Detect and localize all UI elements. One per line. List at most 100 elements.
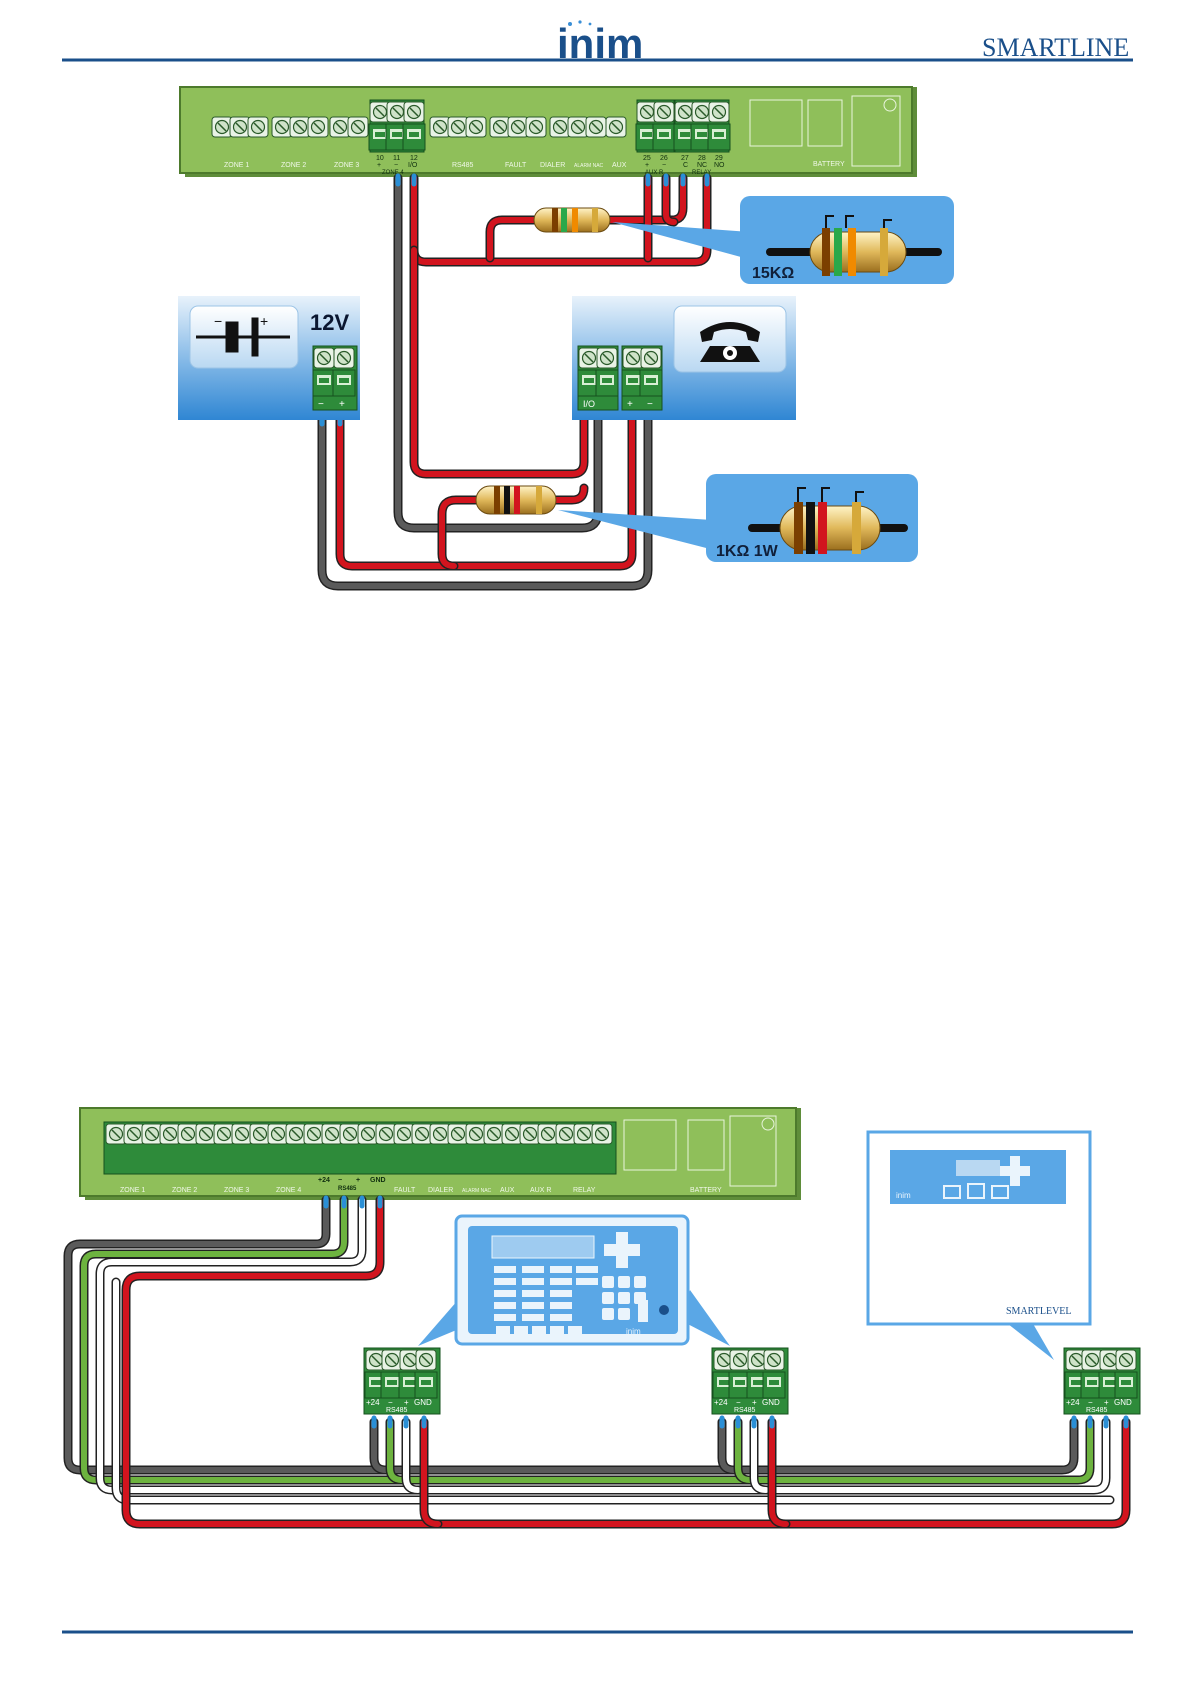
dialer-minus-sign: − (647, 399, 653, 410)
terminal-26-num: 26 (660, 155, 668, 162)
rs485-bus-wiring (63, 1195, 1131, 1529)
wire-red-zone4-minus (409, 173, 712, 479)
power-supply-12v: − + 12V − + (178, 296, 360, 420)
battery-label: BATTERY (813, 161, 845, 168)
resistor-1k-1w (475, 485, 557, 515)
rs485-label: RS485 (452, 162, 474, 169)
aux-label: AUX (612, 162, 627, 169)
rs485-module-1: +24 − + GND RS485 (363, 1347, 441, 1415)
relay-caption: RELAY (692, 170, 711, 176)
bottom-zone-2-label: ZONE 2 (172, 1187, 197, 1194)
bottom-zone-1-label: ZONE 1 (120, 1187, 145, 1194)
wire-red-top-resistor (485, 173, 688, 263)
zone-2-label: ZONE 2 (281, 162, 306, 169)
rs485-terminal-labels-bottom: +24 − + GND RS485 (318, 1177, 386, 1192)
wire-red-psu-plus (335, 405, 637, 571)
fault-label: FAULT (505, 162, 527, 169)
bottom-battery-label: BATTERY (690, 1187, 722, 1194)
bus-wire-green (79, 1195, 1095, 1485)
bus-wire-white-plus (95, 1195, 1111, 1495)
dialer-label: DIALER (540, 162, 565, 169)
smartlevel-label: SMARTLEVEL (1006, 1306, 1072, 1317)
m2-gnd: GND (762, 1398, 780, 1407)
terminal-12-sign: I/O (408, 162, 418, 169)
bottom-relay-label: RELAY (573, 1187, 596, 1194)
zone4-caption: ZONE 4 (382, 170, 404, 176)
terminal-10-num: 10 (376, 155, 384, 162)
m1-gnd: GND (414, 1398, 432, 1407)
psu-plus-sign: + (339, 399, 345, 410)
wire-red-bottom-resistor (437, 483, 589, 571)
bottom-plus24-label: +24 (318, 1177, 330, 1184)
bottom-plus-label: + (356, 1177, 360, 1184)
smartlevel-nav-cross (1000, 1156, 1030, 1186)
dialer-io-terminal: I/O (577, 345, 619, 411)
m2-minus: − (736, 1398, 741, 1407)
zone-3-label: ZONE 3 (334, 162, 359, 169)
terminal-11-sign: − (394, 162, 398, 169)
m1-minus: − (388, 1398, 393, 1407)
dialer-io-label: I/O (583, 399, 595, 409)
alarm-nac-label: ALARM NAC (574, 163, 604, 169)
svg-text:+: + (260, 313, 268, 329)
m3-gnd: GND (1114, 1398, 1132, 1407)
m1-plus: + (404, 1398, 409, 1407)
m3-rs485: RS485 (1086, 1407, 1108, 1414)
terminal-28-sign: NC (697, 162, 707, 169)
keypad-led (659, 1305, 669, 1315)
bottom-alarm-nac-label: ALARM NAC (462, 1188, 492, 1194)
bottom-zone-3-label: ZONE 3 (224, 1187, 249, 1194)
terminal-28-num: 28 (698, 155, 706, 162)
m3-plus: + (1104, 1398, 1109, 1407)
bus-wire-tips (323, 1195, 1129, 1429)
resistor-15k (533, 207, 611, 233)
m2-rs485: RS485 (734, 1407, 756, 1414)
control-panel-board-top: ZONE 1 ZONE 2 ZONE 3 RS485 FAULT DIALER … (179, 86, 917, 177)
bottom-dialer-label: DIALER (428, 1187, 453, 1194)
bus-wire-gray (63, 1195, 1079, 1475)
smartlevel-device: inim SMARTLEVEL (866, 1130, 1092, 1360)
m1-rs485: RS485 (386, 1407, 408, 1414)
page-header: inim SMARTLINE (62, 20, 1133, 67)
pcb-terminal-row-bottom (103, 1121, 617, 1175)
keypad-brand: inim (626, 1327, 641, 1336)
zone-1-label: ZONE 1 (224, 162, 249, 169)
smartlevel-inim-logo: inim (896, 1191, 911, 1200)
pcb-zone-labels-top: ZONE 1 ZONE 2 ZONE 3 RS485 FAULT DIALER … (224, 161, 845, 169)
dialer-power-terminal: + − (621, 345, 663, 411)
pcb-decor-top (749, 95, 901, 167)
m3-plus24: +24 (1066, 1398, 1080, 1407)
resistor-1k-1w-label: 1KΩ 1W (716, 543, 779, 560)
battery-icon: − + (196, 313, 290, 357)
terminal-27-num: 27 (681, 155, 689, 162)
aux-r-caption: AUX R (645, 170, 664, 176)
wire-gray-psu-minus (317, 405, 653, 591)
terminal-12-num: 12 (410, 155, 418, 162)
voltage-label: 12V (310, 310, 349, 335)
bottom-gnd-label: GND (370, 1177, 386, 1184)
m2-plus: + (752, 1398, 757, 1407)
bottom-aux-label: AUX (500, 1187, 515, 1194)
bottom-rs485-caption: RS485 (338, 1186, 357, 1192)
resistor-15k-label: 15KΩ (752, 265, 794, 282)
bottom-aux-r-label: AUX R (530, 1187, 551, 1194)
inim-logo: inim (557, 20, 643, 67)
inim-logo-text: inim (557, 20, 643, 67)
terminal-block-aux-r: 25 26 + − AUX R (635, 99, 676, 176)
smartline-brand: SMARTLINE (982, 33, 1129, 62)
keypad-nav-cross (604, 1232, 640, 1268)
rs485-module-2: +24 − + GND RS485 (711, 1347, 789, 1415)
keypad-device: inim (418, 1214, 730, 1346)
m2-plus24: +24 (714, 1398, 728, 1407)
terminal-29-num: 29 (715, 155, 723, 162)
rs485-module-3: +24 − + GND RS485 (1063, 1347, 1141, 1415)
callout-1k-1w: 1KΩ 1W (558, 474, 918, 562)
terminal-11-num: 11 (393, 155, 400, 162)
terminal-block-zone4: 10 11 12 + − I/O ZONE 4 (368, 99, 426, 176)
bottom-zone-4-label: ZONE 4 (276, 1187, 301, 1194)
terminal-29-sign: NO (714, 162, 725, 169)
m1-plus24: +24 (366, 1398, 380, 1407)
terminal-block-relay: 27 28 29 C NC NO RELAY (673, 99, 731, 176)
telephone-icon (700, 322, 760, 362)
